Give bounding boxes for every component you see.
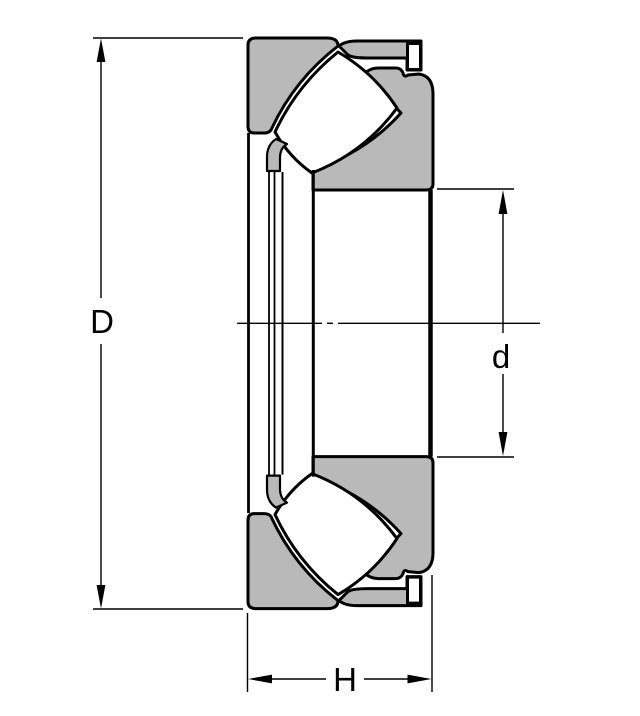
- bearing-bottom-half: [246, 455, 435, 611]
- dimension-H: H: [246, 575, 433, 698]
- label-bore-diameter: d: [492, 338, 510, 375]
- dimension-D: D: [90, 37, 243, 610]
- arrowhead-right: [407, 674, 432, 684]
- arrowhead-up: [96, 38, 106, 62]
- arrowhead-left: [248, 674, 272, 684]
- label-height: H: [333, 661, 357, 698]
- arrowhead-down: [96, 585, 106, 609]
- cage-section: [265, 137, 289, 173]
- dimension-d: d: [437, 188, 514, 458]
- arrowhead-down: [498, 432, 508, 456]
- housing-washer-section: [246, 36, 340, 135]
- sleeve-end-notch: [406, 42, 422, 71]
- bearing-top-half: [246, 36, 435, 192]
- label-outer-diameter: D: [90, 303, 114, 340]
- arrowhead-up: [498, 190, 508, 214]
